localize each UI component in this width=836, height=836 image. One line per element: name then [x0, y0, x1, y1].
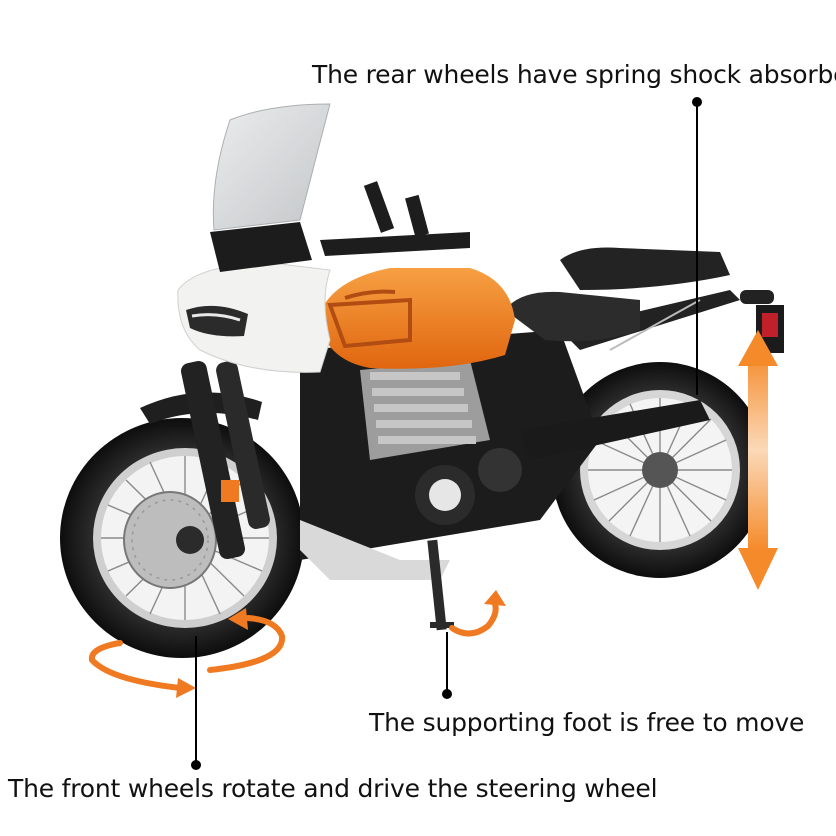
- fuel-tank: [318, 268, 515, 369]
- kickstand: [427, 539, 454, 631]
- rear-wheel: [552, 362, 768, 578]
- pivot-arrow-icon: [449, 590, 506, 637]
- shock-arrow-icon: [738, 330, 778, 590]
- handlebars: [320, 181, 470, 256]
- caption-front-wheel: The front wheels rotate and drive the st…: [8, 774, 658, 803]
- caption-rear-shock: The rear wheels have spring shock absorb…: [312, 60, 836, 89]
- leader-lines: [195, 102, 698, 765]
- engine: [300, 330, 600, 580]
- front-fairing: [177, 263, 331, 373]
- front-fork: [140, 360, 270, 560]
- leader-dots: [191, 97, 702, 770]
- caption-supporting-foot: The supporting foot is free to move: [369, 708, 805, 737]
- rotation-arrow-icon: [88, 608, 286, 698]
- windshield: [210, 103, 331, 272]
- seat: [505, 247, 730, 342]
